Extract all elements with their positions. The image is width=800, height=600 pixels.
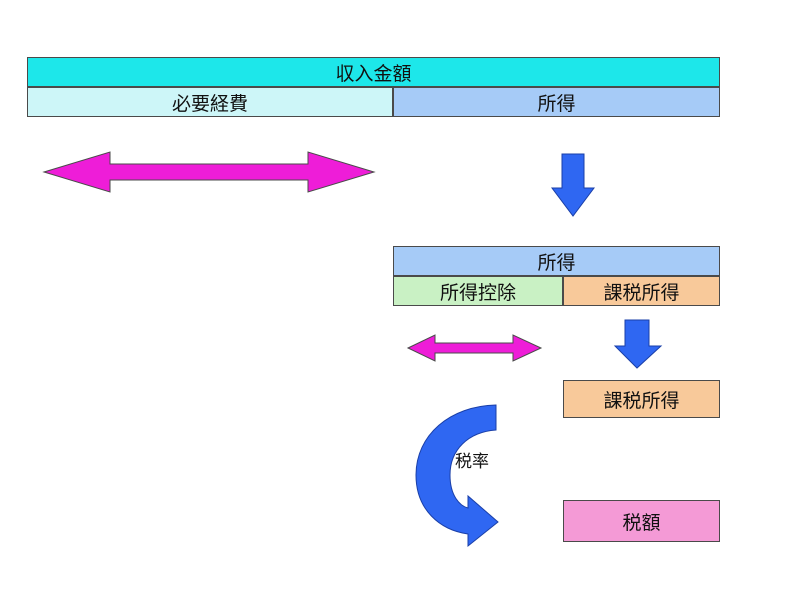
taxable-income-box-middle: 課税所得 xyxy=(563,276,720,306)
income-box-middle: 所得 xyxy=(393,246,720,276)
curved-arrow-shape xyxy=(415,404,499,548)
down-arrow-1-shape xyxy=(551,153,595,217)
necessary-expenses-label: 必要経費 xyxy=(171,92,248,115)
taxable-income-box-result: 課税所得 xyxy=(563,380,720,418)
double-arrow-small-shape xyxy=(406,334,543,362)
income-deduction-box: 所得控除 xyxy=(393,276,563,306)
necessary-expenses-box: 必要経費 xyxy=(27,87,393,117)
tax-amount-label: 税額 xyxy=(622,511,661,534)
double-arrow-large xyxy=(42,151,376,193)
down-arrow-2 xyxy=(613,319,663,369)
tax-amount-box: 税額 xyxy=(563,500,720,542)
taxable-income-label-middle: 課税所得 xyxy=(603,281,680,304)
income-total-label: 収入金額 xyxy=(335,62,412,85)
income-box-top: 所得 xyxy=(393,87,720,117)
income-label-top: 所得 xyxy=(537,92,576,115)
income-label-middle: 所得 xyxy=(537,251,576,274)
tax-rate-label: 税率 xyxy=(455,452,489,472)
down-arrow-2-shape xyxy=(613,319,663,369)
income-total-box: 収入金額 xyxy=(27,57,720,87)
taxable-income-label-result: 課税所得 xyxy=(603,389,680,412)
income-deduction-label: 所得控除 xyxy=(439,281,516,304)
down-arrow-1 xyxy=(551,153,595,217)
curved-arrow xyxy=(415,404,499,548)
double-arrow-small xyxy=(406,334,543,362)
double-arrow-large-shape xyxy=(42,151,376,193)
